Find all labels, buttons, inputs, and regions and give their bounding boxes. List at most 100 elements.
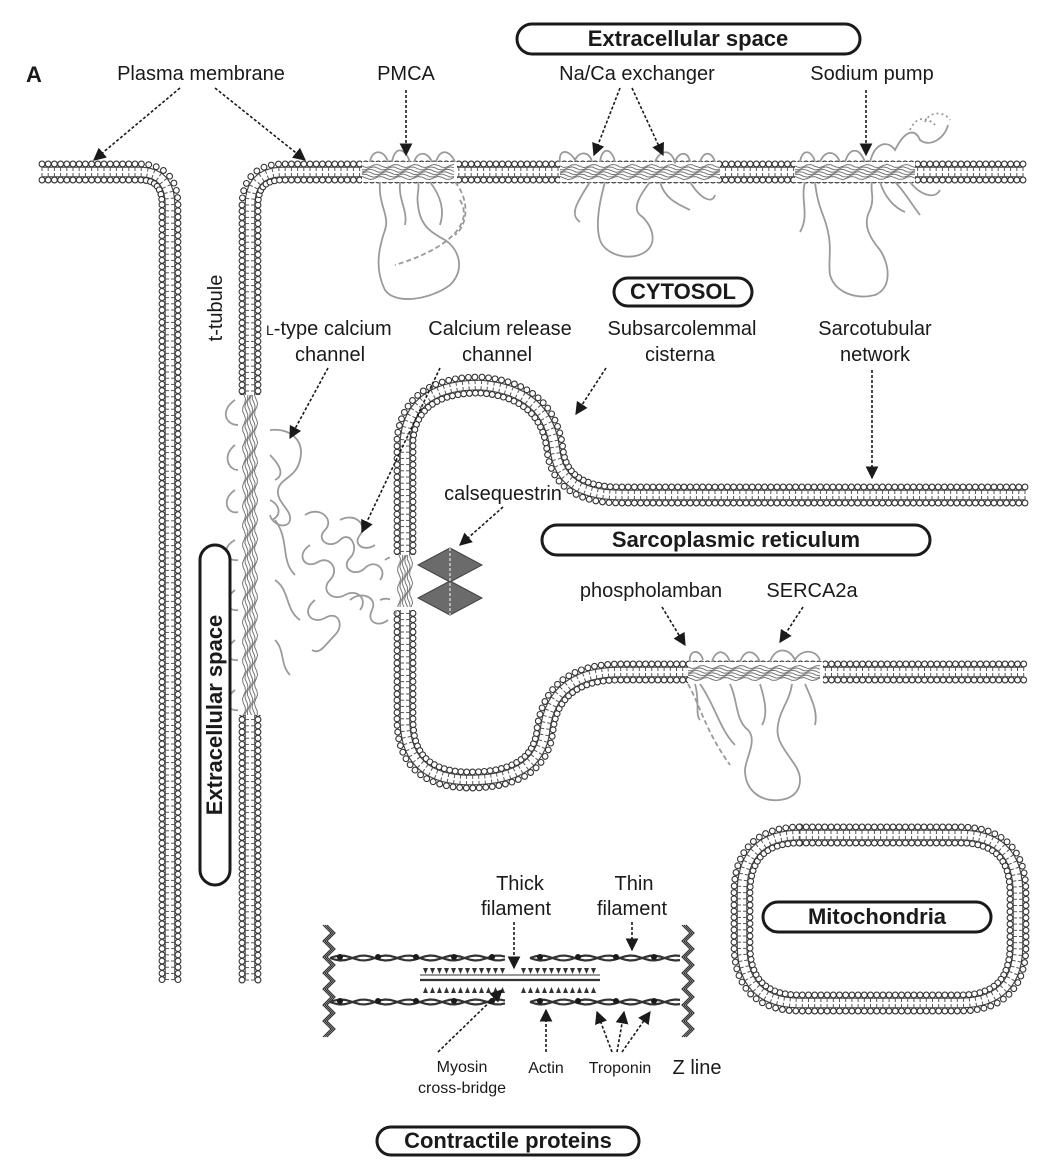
plasma-membrane-proteins [361, 112, 951, 300]
myosin-head [535, 987, 540, 993]
label-l-type-prefix: L [266, 322, 274, 338]
myosin-head [451, 968, 456, 974]
troponin-dot [537, 998, 543, 1004]
myosin-head [528, 968, 533, 974]
myosin-head [563, 968, 568, 974]
arrow-troponin-1 [595, 1010, 613, 1053]
myosin-head [556, 987, 561, 993]
label-subsarcolemmal-line2: cisterna [645, 344, 716, 366]
label-calcium-release-line1: Calcium release [428, 318, 571, 340]
troponin-dot [537, 954, 543, 960]
extracellular-space-top-title: Extracellular space [588, 26, 789, 51]
label-serca2a: SERCA2a [766, 580, 858, 602]
arrow-na-ca-exchanger-right [631, 87, 664, 157]
label-phospholamban: phospholamban [580, 580, 722, 602]
myosin-head [591, 968, 596, 974]
myosin-head [493, 987, 498, 993]
troponin-dot [651, 998, 657, 1004]
contractile-proteins-title: Contractile proteins [404, 1128, 612, 1153]
label-subsarcolemmal-line1: Subsarcolemmal [608, 318, 757, 340]
myosin-head [437, 968, 442, 974]
myosin-head [465, 968, 470, 974]
myosin-head [570, 987, 575, 993]
myosin-head [591, 987, 596, 993]
arrow-troponin-3 [621, 1010, 651, 1053]
troponin-dot [651, 954, 657, 960]
z-line-right [681, 924, 695, 1038]
serca2a-protein [687, 649, 823, 802]
myosin-head [472, 968, 477, 974]
transmembrane-helices [361, 163, 916, 181]
myosin-head [479, 968, 484, 974]
myosin-head [556, 968, 561, 974]
arrow-phospholamban [661, 606, 686, 647]
sarcoplasmic-reticulum-box: Sarcoplasmic reticulum [540, 523, 932, 557]
myosin-head [500, 968, 505, 974]
mitochondria-box: Mitochondria [761, 900, 993, 934]
label-sarcotubular-line1: Sarcotubular [818, 318, 932, 340]
myosin-head [451, 987, 456, 993]
label-myosin-line1: Myosin [437, 1059, 488, 1076]
myosin-head [486, 987, 491, 993]
troponin-dot [413, 998, 419, 1004]
troponin-dot [375, 998, 381, 1004]
arrow-plasma-membrane-right [214, 87, 306, 161]
myosin-head [430, 987, 435, 993]
troponin-dot [451, 954, 457, 960]
arrow-plasma-membrane-left [93, 87, 181, 161]
myosin-head [437, 987, 442, 993]
troponin-dot [613, 954, 619, 960]
troponin-dot [413, 954, 419, 960]
label-plasma-membrane: Plasma membrane [117, 63, 285, 85]
label-z-line: Z line [673, 1057, 722, 1079]
sarcoplasmic-reticulum-title: Sarcoplasmic reticulum [612, 527, 860, 552]
troponin-dot [489, 954, 495, 960]
calsequestrin-shapes [416, 547, 484, 616]
label-sarcotubular-line2: network [840, 344, 911, 366]
pointer-arrows [93, 87, 879, 1053]
label-l-type-calcium-channel: L-type calcium [266, 318, 392, 340]
myosin-head [570, 968, 575, 974]
troponin-dot [451, 998, 457, 1004]
troponin-dot [337, 954, 343, 960]
arrow-calcium-release-channel [361, 367, 441, 534]
label-l-type-line2: channel [295, 344, 365, 366]
myosin-head [423, 968, 428, 974]
extracellular-space-side-title: Extracellular space [202, 615, 227, 816]
label-thin-filament-line2: filament [597, 898, 667, 920]
sarcomere [322, 924, 695, 1038]
label-sodium-pump: Sodium pump [810, 63, 933, 85]
thin-filament [529, 954, 681, 962]
arrow-calsequestrin [459, 506, 504, 546]
arrow-subsarcolemmal-cisterna [575, 367, 607, 416]
troponin-dot [613, 998, 619, 1004]
myosin-head [577, 968, 582, 974]
na-ca-exchanger-protein [558, 149, 716, 258]
label-calsequestrin: calsequestrin [444, 483, 562, 505]
myosin-head [577, 987, 582, 993]
label-t-tubule: t-tubule [205, 275, 227, 342]
mitochondria-title: Mitochondria [808, 904, 947, 929]
label-thick-filament-line1: Thick [496, 873, 545, 895]
myosin-head [542, 968, 547, 974]
label-troponin: Troponin [589, 1060, 652, 1077]
myosin-head [584, 987, 589, 993]
cytosol-box: CYTOSOL [612, 276, 754, 308]
contractile-proteins-box: Contractile proteins [375, 1125, 641, 1157]
plasma-membrane-left [38, 160, 182, 984]
label-thick-filament-line2: filament [481, 898, 551, 920]
arrow-troponin-2 [615, 1010, 629, 1053]
myosin-head [486, 968, 491, 974]
sr-release-helices [390, 554, 420, 610]
cytosol-title: CYTOSOL [630, 279, 736, 304]
extracellular-space-side-box: Extracellular space [198, 543, 232, 887]
label-myosin-line2: cross-bridge [418, 1080, 506, 1097]
label-calcium-release-line2: channel [462, 344, 532, 366]
troponin-dot [575, 998, 581, 1004]
label-actin: Actin [528, 1060, 564, 1077]
label-na-ca-exchanger: Na/Ca exchanger [559, 63, 715, 85]
arrow-l-type-channel [289, 367, 329, 440]
myosin-head [472, 987, 477, 993]
label-l-type-line1: -type calcium [274, 318, 392, 340]
